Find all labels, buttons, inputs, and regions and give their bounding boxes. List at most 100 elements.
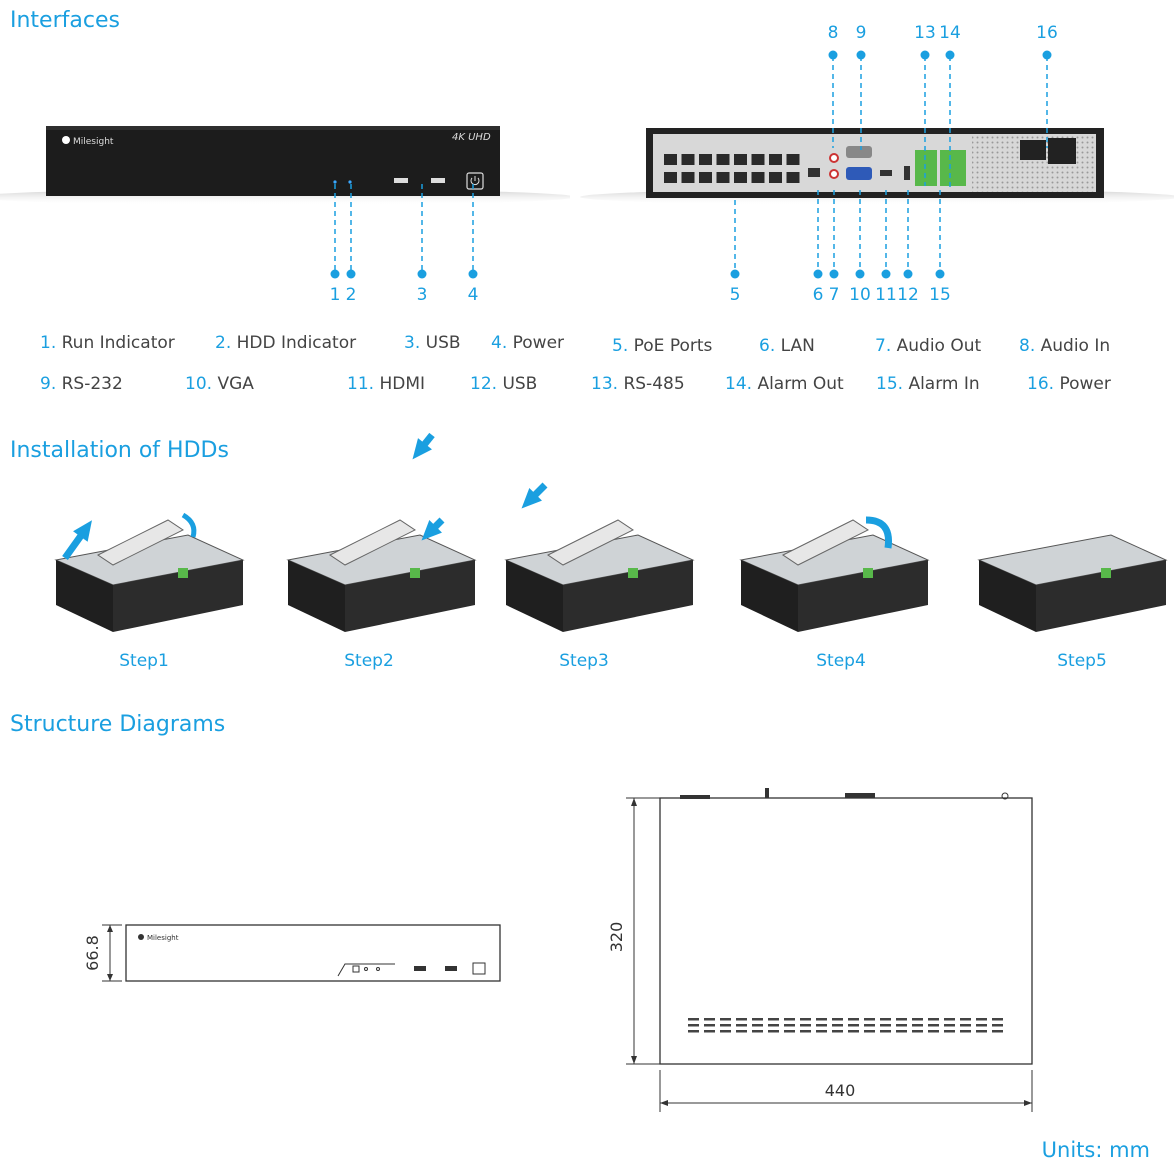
callout-number: 2 — [345, 285, 357, 305]
hdd-panel — [782, 519, 869, 566]
legend-label: HDMI — [379, 374, 426, 394]
legend-number: 16. — [1027, 374, 1060, 394]
legend-item: 14. Alarm Out — [725, 374, 844, 394]
vent-slot — [976, 1024, 987, 1027]
callout-5-dot — [730, 269, 740, 279]
vent-slot — [720, 1024, 731, 1027]
legend-number: 14. — [725, 374, 758, 394]
step1-rotate-icon — [181, 512, 197, 538]
nvr-side — [113, 560, 243, 632]
vent-slot — [992, 1018, 1003, 1021]
terminal-block — [410, 568, 420, 578]
vent-slot — [864, 1030, 875, 1033]
vent-slot — [736, 1024, 747, 1027]
audio-in-port — [829, 153, 839, 163]
vent-slot — [720, 1030, 731, 1033]
vent-slot — [768, 1018, 779, 1021]
legend-label: RS-485 — [623, 374, 685, 394]
hdmi-port — [880, 170, 892, 176]
vent-slot — [976, 1030, 987, 1033]
vent-slot — [688, 1024, 699, 1027]
power-button-icon — [466, 172, 484, 190]
vent-slot — [880, 1024, 891, 1027]
usb-port-rear — [904, 166, 910, 180]
callout-2-dot — [346, 269, 356, 279]
callout-14-dot — [945, 50, 955, 60]
poe-port — [681, 172, 695, 183]
vent-slot — [752, 1018, 763, 1021]
legend-number: 2. — [215, 333, 237, 353]
poe-port — [716, 172, 730, 183]
poe-ports — [664, 154, 800, 183]
height-dimension-label: 66.8 — [83, 935, 102, 971]
legend-item: 4. Power — [491, 333, 564, 353]
legend-label: Run Indicator — [61, 333, 175, 353]
legend-item: 16. Power — [1027, 374, 1111, 394]
vent-slot — [896, 1018, 907, 1021]
poe-port — [751, 172, 765, 183]
callout-4-dot — [468, 269, 478, 279]
front-panel-illustration: Milesight 4K UHD — [0, 126, 570, 205]
vent-slot — [768, 1024, 779, 1027]
interfaces-title: Interfaces — [10, 8, 120, 33]
legend-label: USB — [502, 374, 538, 394]
power-switch — [1020, 140, 1046, 160]
callout-lines — [330, 50, 1052, 279]
callout-number: 12 — [897, 285, 919, 305]
nvr-front — [56, 560, 113, 632]
step-label: Step1 — [119, 651, 169, 671]
hdd-panel — [329, 519, 416, 566]
vent-slot — [864, 1018, 875, 1021]
poe-port — [734, 154, 747, 165]
legend-label: Power — [1059, 374, 1111, 394]
callout-8-dot — [828, 50, 838, 60]
poe-port — [681, 154, 695, 165]
nvr-front — [288, 560, 345, 632]
vent-slot — [704, 1018, 715, 1021]
poe-port — [786, 172, 800, 183]
legend-item: 9. RS-232 — [40, 374, 123, 394]
step-label: Step3 — [559, 651, 609, 671]
vent-slot — [992, 1030, 1003, 1033]
vent-slot — [928, 1024, 939, 1027]
rs485-alarm-terminal — [915, 150, 937, 186]
vent-slot — [800, 1030, 811, 1033]
poe-port — [786, 154, 800, 165]
legend-item: 12. USB — [470, 374, 537, 394]
legend-item: 2. HDD Indicator — [215, 333, 356, 353]
legend-item: 13. RS-485 — [591, 374, 685, 394]
units-label: Units: mm — [1041, 1138, 1150, 1162]
callout-12-dot — [903, 269, 913, 279]
terminal-block — [628, 568, 638, 578]
legend-number: 3. — [404, 333, 426, 353]
vent-slot — [848, 1030, 859, 1033]
nvr-front — [506, 560, 563, 632]
legend-number: 1. — [40, 333, 62, 353]
callout-6-dot — [813, 269, 823, 279]
legend-item: 8. Audio In — [1019, 336, 1110, 356]
callout-7-dot — [829, 269, 839, 279]
nvr-side — [345, 560, 475, 632]
vent-slot — [928, 1030, 939, 1033]
depth-dimension-label: 320 — [607, 922, 626, 953]
legend-label: Alarm In — [908, 374, 980, 394]
callout-number: 1 — [329, 285, 341, 305]
step3-arrow-icon-head — [521, 488, 542, 509]
vent-slot — [736, 1018, 747, 1021]
vent-slot — [896, 1030, 907, 1033]
front-outline-brand: Milesight — [147, 934, 179, 942]
vent-slot — [800, 1018, 811, 1021]
nvr-side — [563, 560, 693, 632]
nvr-side — [798, 560, 928, 632]
legend-item: 15. Alarm In — [876, 374, 980, 394]
callout-number: 5 — [729, 285, 741, 305]
legend-label: PoE Ports — [633, 336, 713, 356]
vga-port — [846, 167, 872, 180]
callout-3-dot — [417, 269, 427, 279]
vent-slot — [912, 1018, 923, 1021]
legend-item: 3. USB — [404, 333, 461, 353]
legend-number: 7. — [875, 336, 897, 356]
usb-port-1 — [394, 178, 408, 183]
vent-slot — [816, 1030, 827, 1033]
callout-number: 3 — [416, 285, 428, 305]
